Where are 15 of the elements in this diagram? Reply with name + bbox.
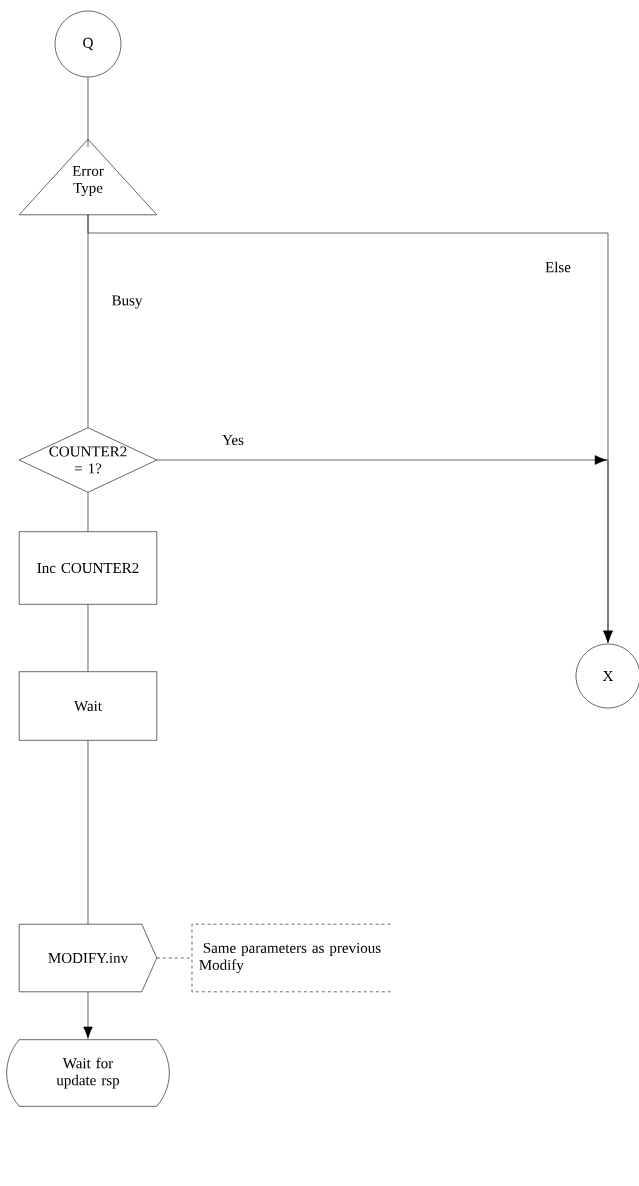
arrow bbox=[156, 455, 613, 643]
process-box: Inc COUNTER2 bbox=[18, 531, 158, 605]
connector-line bbox=[156, 957, 193, 959]
arrow bbox=[83, 991, 93, 1039]
process-box: Wait bbox=[18, 671, 158, 741]
edge-label: Yes bbox=[221, 434, 245, 446]
connector-line bbox=[87, 492, 89, 532]
state-shape: Wait for update rsp bbox=[6, 1039, 170, 1107]
connector-line bbox=[87, 77, 89, 148]
comment-bracket: Same parameters as previous Modify bbox=[191, 923, 391, 993]
decision-triangle: Error Type bbox=[18, 138, 158, 216]
edge-label: Busy bbox=[110, 294, 144, 310]
connector-line bbox=[87, 740, 89, 925]
connector-line bbox=[87, 604, 89, 672]
edge-label: Else bbox=[544, 260, 572, 274]
